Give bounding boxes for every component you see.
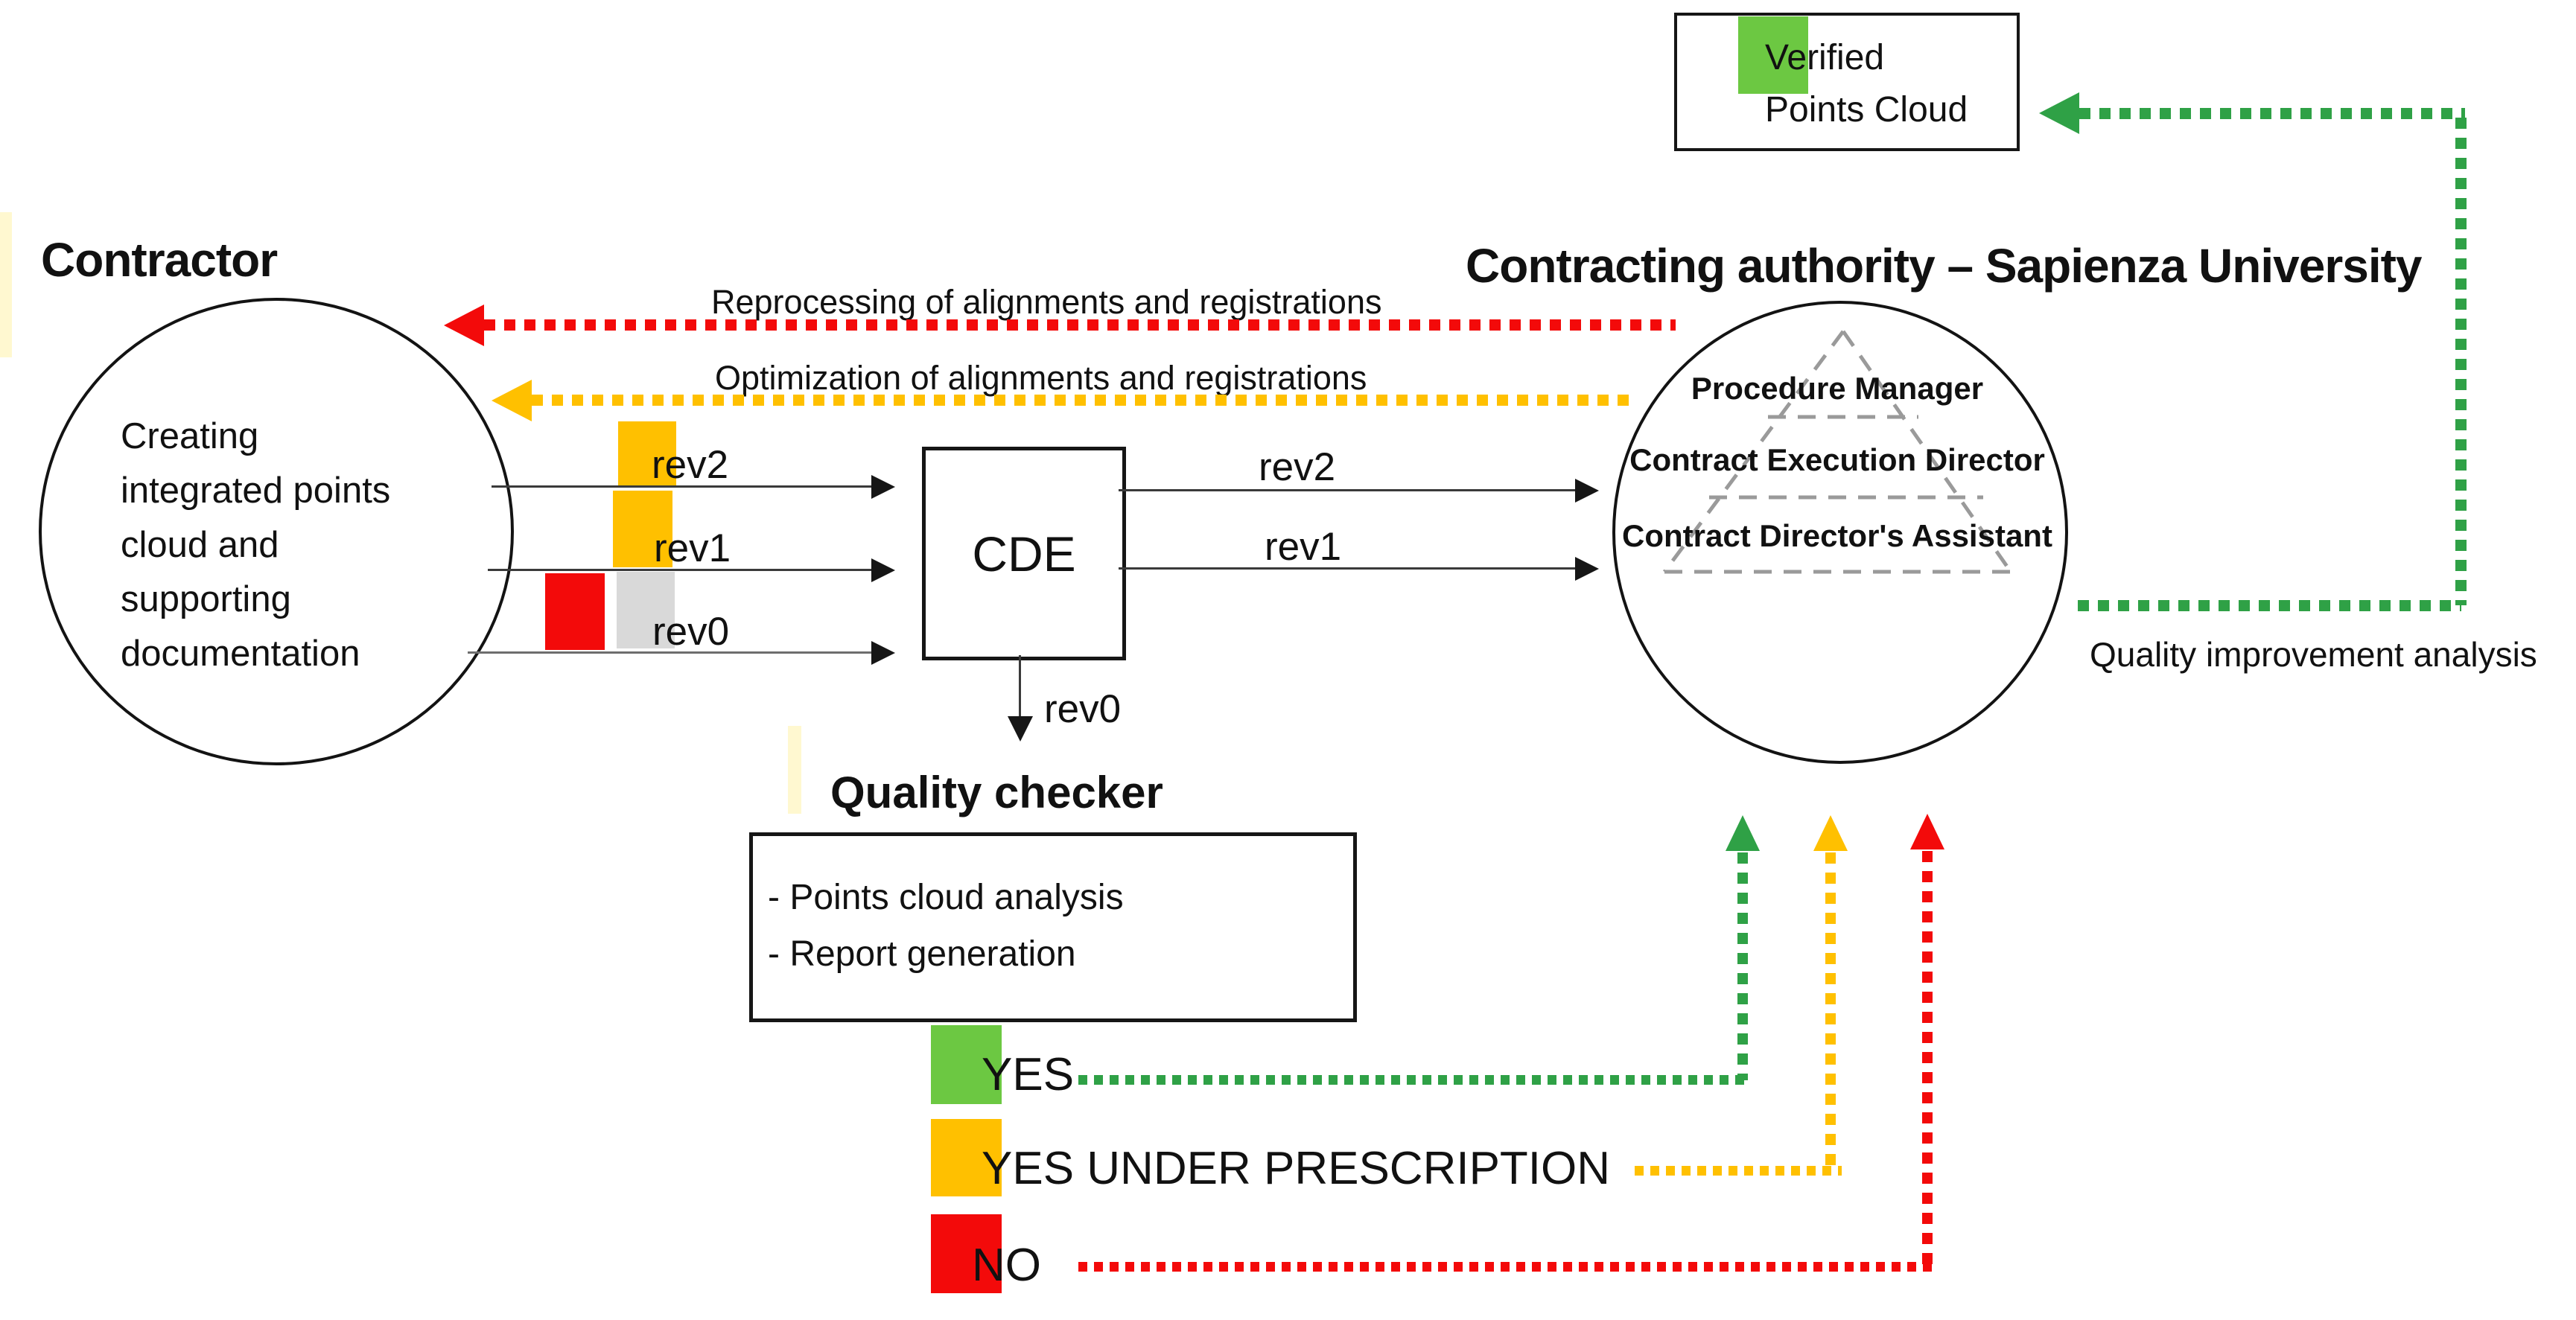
rev0-label-left: rev0 [652,610,730,654]
arrow-head-left-yellow-icon [492,380,532,421]
yes-green-square [931,1025,1002,1104]
no-dotted-vertical [1922,851,1933,1268]
verified-points-cloud-box: Verified Points Cloud [1674,13,2020,151]
no-red-square [931,1214,1002,1293]
verified-green-square [1738,16,1808,94]
rev1-status-square [613,491,672,567]
yellow-dotted-line [532,395,1634,406]
contractor-circle-text: Creating integrated points cloud and sup… [121,409,390,681]
yes-under-prescription-label: YES UNDER PRESCRIPTION [982,1143,1611,1194]
contractor-line: integrated points [121,471,391,511]
red-dotted-line [484,319,1676,331]
contractor-line: cloud and [121,525,279,565]
cde-label: CDE [972,526,1076,581]
contractor-line: Creating [121,416,259,456]
arrow-head-left-red-icon [444,305,484,346]
rev1-label-left: rev1 [654,526,731,570]
arrow-head-up-red-icon [1910,814,1944,849]
rev2-connector-left [492,485,871,488]
red-feedback-label: Reprocessing of alignments and registrat… [711,283,1382,321]
no-dotted-line [1078,1262,1935,1272]
arrow-head-right-black-icon [1575,479,1599,503]
rev0-connector-down [1019,655,1021,718]
rev0-connector-left [468,651,871,654]
role-procedure-manager: Procedure Manager [1691,371,1984,406]
verified-line2: Points Cloud [1765,90,1968,130]
authority-title: Contracting authority – Sapienza Univers… [1466,239,2422,293]
rev0-label-below-cde: rev0 [1044,687,1122,731]
arrow-head-right-black-icon [1575,557,1599,581]
arrow-head-left-green-icon [2039,92,2079,134]
arrow-head-up-green-icon [1726,815,1760,851]
rev0-gray-square [617,572,675,648]
arrow-head-right-black-icon [871,475,895,499]
scan-artifact [0,212,12,357]
yup-yellow-square [931,1119,1002,1196]
green-dotted-vertical-right [2455,118,2467,605]
verified-line1: Verified [1765,38,1885,77]
rev2-status-square [618,421,676,485]
green-dotted-bottom [2078,600,2461,611]
green-dotted-top [2079,108,2465,119]
qc-item: - Report generation [768,934,1076,974]
contractor-title: Contractor [41,233,278,287]
arrow-head-up-yellow-icon [1813,815,1848,851]
rev2-label-left: rev2 [652,443,729,487]
green-feedback-label: Quality improvement analysis [2090,635,2537,674]
yellow-feedback-label: Optimization of alignments and registrat… [715,359,1367,397]
yes-label: YES [982,1049,1075,1100]
arrow-head-right-black-icon [871,558,895,582]
rev1-connector-left [488,569,871,571]
role-contract-directors-assistant: Contract Director's Assistant [1622,518,2052,553]
role-contract-execution-director: Contract Execution Director [1629,442,2045,477]
yup-dotted-vertical [1825,852,1836,1173]
quality-checker-title: Quality checker [830,768,1163,817]
pyramid-dashed-icon [1662,330,2013,574]
arrow-head-right-black-icon [871,641,895,665]
no-label: NO [972,1240,1041,1291]
qc-item: - Points cloud analysis [768,878,1124,917]
authority-circle [1612,301,2068,764]
cde-box: CDE [922,447,1126,660]
contractor-circle [39,298,514,765]
rev1-connector-right [1119,567,1575,570]
yes-dotted-vertical [1737,852,1748,1080]
arrow-head-down-black-icon [1008,716,1033,742]
yes-dotted-line [1078,1075,1749,1085]
scan-artifact [788,726,801,814]
rev1-label-right: rev1 [1265,525,1342,569]
rev2-label-right: rev2 [1259,445,1336,489]
yup-dotted-line [1635,1166,1842,1176]
contractor-line: documentation [121,634,360,674]
rev2-connector-right [1119,489,1575,491]
contractor-line: supporting [121,579,291,619]
rev0-red-square [545,573,605,650]
quality-checker-box: - Points cloud analysis - Report generat… [749,832,1357,1022]
